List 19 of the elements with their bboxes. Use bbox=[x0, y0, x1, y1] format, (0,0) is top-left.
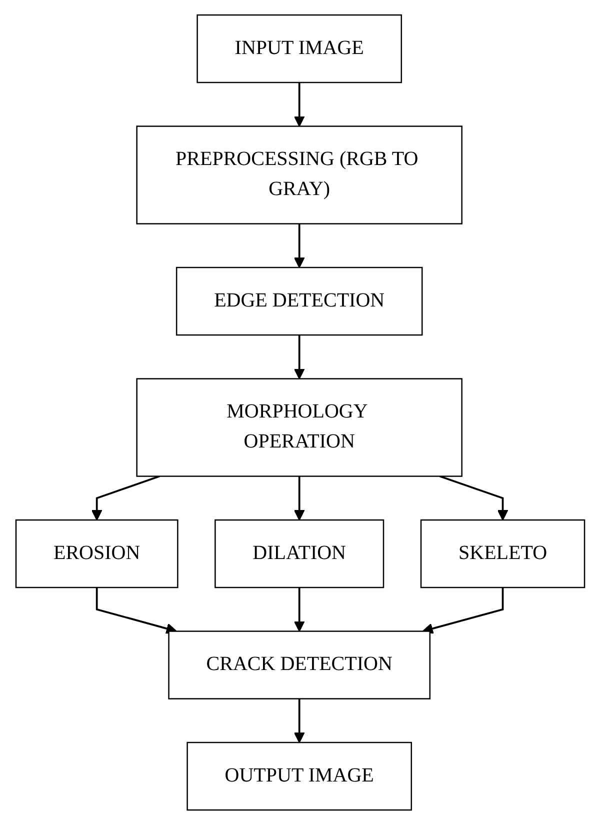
node-box: EROSION bbox=[15, 519, 178, 588]
node-box: SKELETO bbox=[420, 519, 585, 588]
arrow bbox=[96, 588, 177, 634]
arrow bbox=[422, 588, 504, 634]
node-box: CRACK DETECTION bbox=[168, 630, 430, 700]
arrow bbox=[294, 476, 305, 520]
node-box: OUTPUT IMAGE bbox=[186, 742, 412, 811]
node-box: EDGE DETECTION bbox=[176, 266, 422, 336]
arrow bbox=[294, 82, 305, 127]
arrow bbox=[91, 475, 160, 520]
node-box: MORPHOLOGY OPERATION bbox=[136, 378, 462, 477]
arrow bbox=[294, 588, 305, 632]
arrow bbox=[294, 335, 305, 380]
node-box: DILATION bbox=[214, 519, 384, 588]
arrow bbox=[439, 475, 508, 520]
arrow bbox=[294, 698, 305, 743]
arrow bbox=[294, 224, 305, 268]
node-box: PREPROCESSING (RGB TO GRAY) bbox=[136, 126, 462, 224]
node-box: INPUT IMAGE bbox=[196, 14, 402, 84]
